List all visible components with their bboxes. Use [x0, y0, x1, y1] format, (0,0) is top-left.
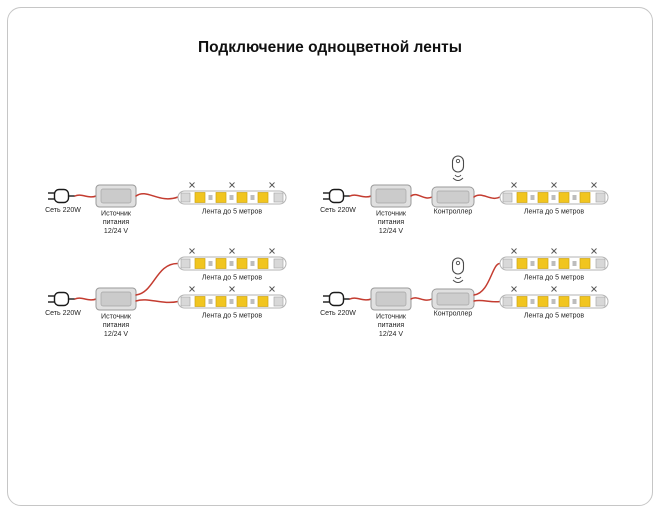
psu-label-line3: 12/24 V: [104, 331, 128, 338]
psu-label-line2: питания: [103, 219, 129, 226]
wire: [349, 297, 372, 301]
remote-control-icon: [451, 155, 465, 182]
diagram-psu-two-strips: Сеть 220W Источник питания 12/24 V Лента…: [45, 248, 287, 338]
strip-label: Лента до 5 метров: [524, 313, 585, 320]
power-supply-box: [370, 184, 412, 208]
led-strip: [177, 286, 287, 309]
mains-label: Сеть 220W: [320, 310, 356, 317]
led-strip: [499, 182, 609, 205]
wire: [74, 194, 97, 198]
wire: [473, 194, 501, 200]
controller-box: [431, 288, 475, 310]
psu-label-line3: 12/24 V: [379, 331, 403, 338]
wire: [135, 262, 179, 296]
strip-label: Лента до 5 метров: [202, 209, 263, 216]
wire: [349, 194, 372, 198]
led-strip: [177, 182, 287, 205]
controller-label: Контроллер: [434, 209, 473, 216]
psu-label-line2: питания: [103, 322, 129, 329]
psu-label-line1: Источник: [101, 211, 132, 218]
strip-label: Лента до 5 метров: [202, 313, 263, 320]
diagram-psu-controller-two-strips: Сеть 220W Источник питания 12/24 V Контр…: [320, 248, 609, 338]
psu-label-line1: Источник: [376, 211, 407, 218]
psu-label-line3: 12/24 V: [104, 228, 128, 235]
page-title: Подключение одноцветной ленты: [198, 39, 462, 56]
diagram-psu-one-strip: Сеть 220W Источник питания 12/24 V Лента…: [45, 182, 287, 235]
wire: [135, 193, 179, 200]
wire: [410, 297, 433, 301]
mains-label: Сеть 220W: [45, 310, 81, 317]
psu-label-line2: питания: [378, 322, 404, 329]
power-supply-box: [370, 287, 412, 311]
power-supply-box: [95, 287, 137, 311]
psu-label-line3: 12/24 V: [379, 228, 403, 235]
led-strip: [499, 286, 609, 309]
led-strip: [499, 248, 609, 271]
wire: [74, 297, 97, 301]
diagram-psu-controller-one-strip: Сеть 220W Источник питания 12/24 V Контр…: [320, 155, 609, 235]
power-plug-icon: [47, 188, 76, 204]
strip-label: Лента до 5 метров: [524, 209, 585, 216]
wire: [410, 193, 433, 199]
psu-label-line2: питания: [378, 219, 404, 226]
wire: [473, 262, 501, 296]
power-plug-icon: [322, 188, 351, 204]
wire: [135, 299, 179, 304]
psu-label-line1: Источник: [101, 314, 132, 321]
strip-label: Лента до 5 метров: [202, 275, 263, 282]
power-plug-icon: [47, 291, 76, 307]
strip-label: Лента до 5 метров: [524, 275, 585, 282]
remote-control-icon: [451, 257, 465, 284]
led-strip: [177, 248, 287, 271]
mains-label: Сеть 220W: [320, 207, 356, 214]
controller-label: Контроллер: [434, 311, 473, 318]
controller-box: [431, 186, 475, 208]
psu-label-line1: Источник: [376, 314, 407, 321]
mains-label: Сеть 220W: [45, 207, 81, 214]
power-plug-icon: [322, 291, 351, 307]
power-supply-box: [95, 184, 137, 208]
wire: [473, 299, 501, 303]
